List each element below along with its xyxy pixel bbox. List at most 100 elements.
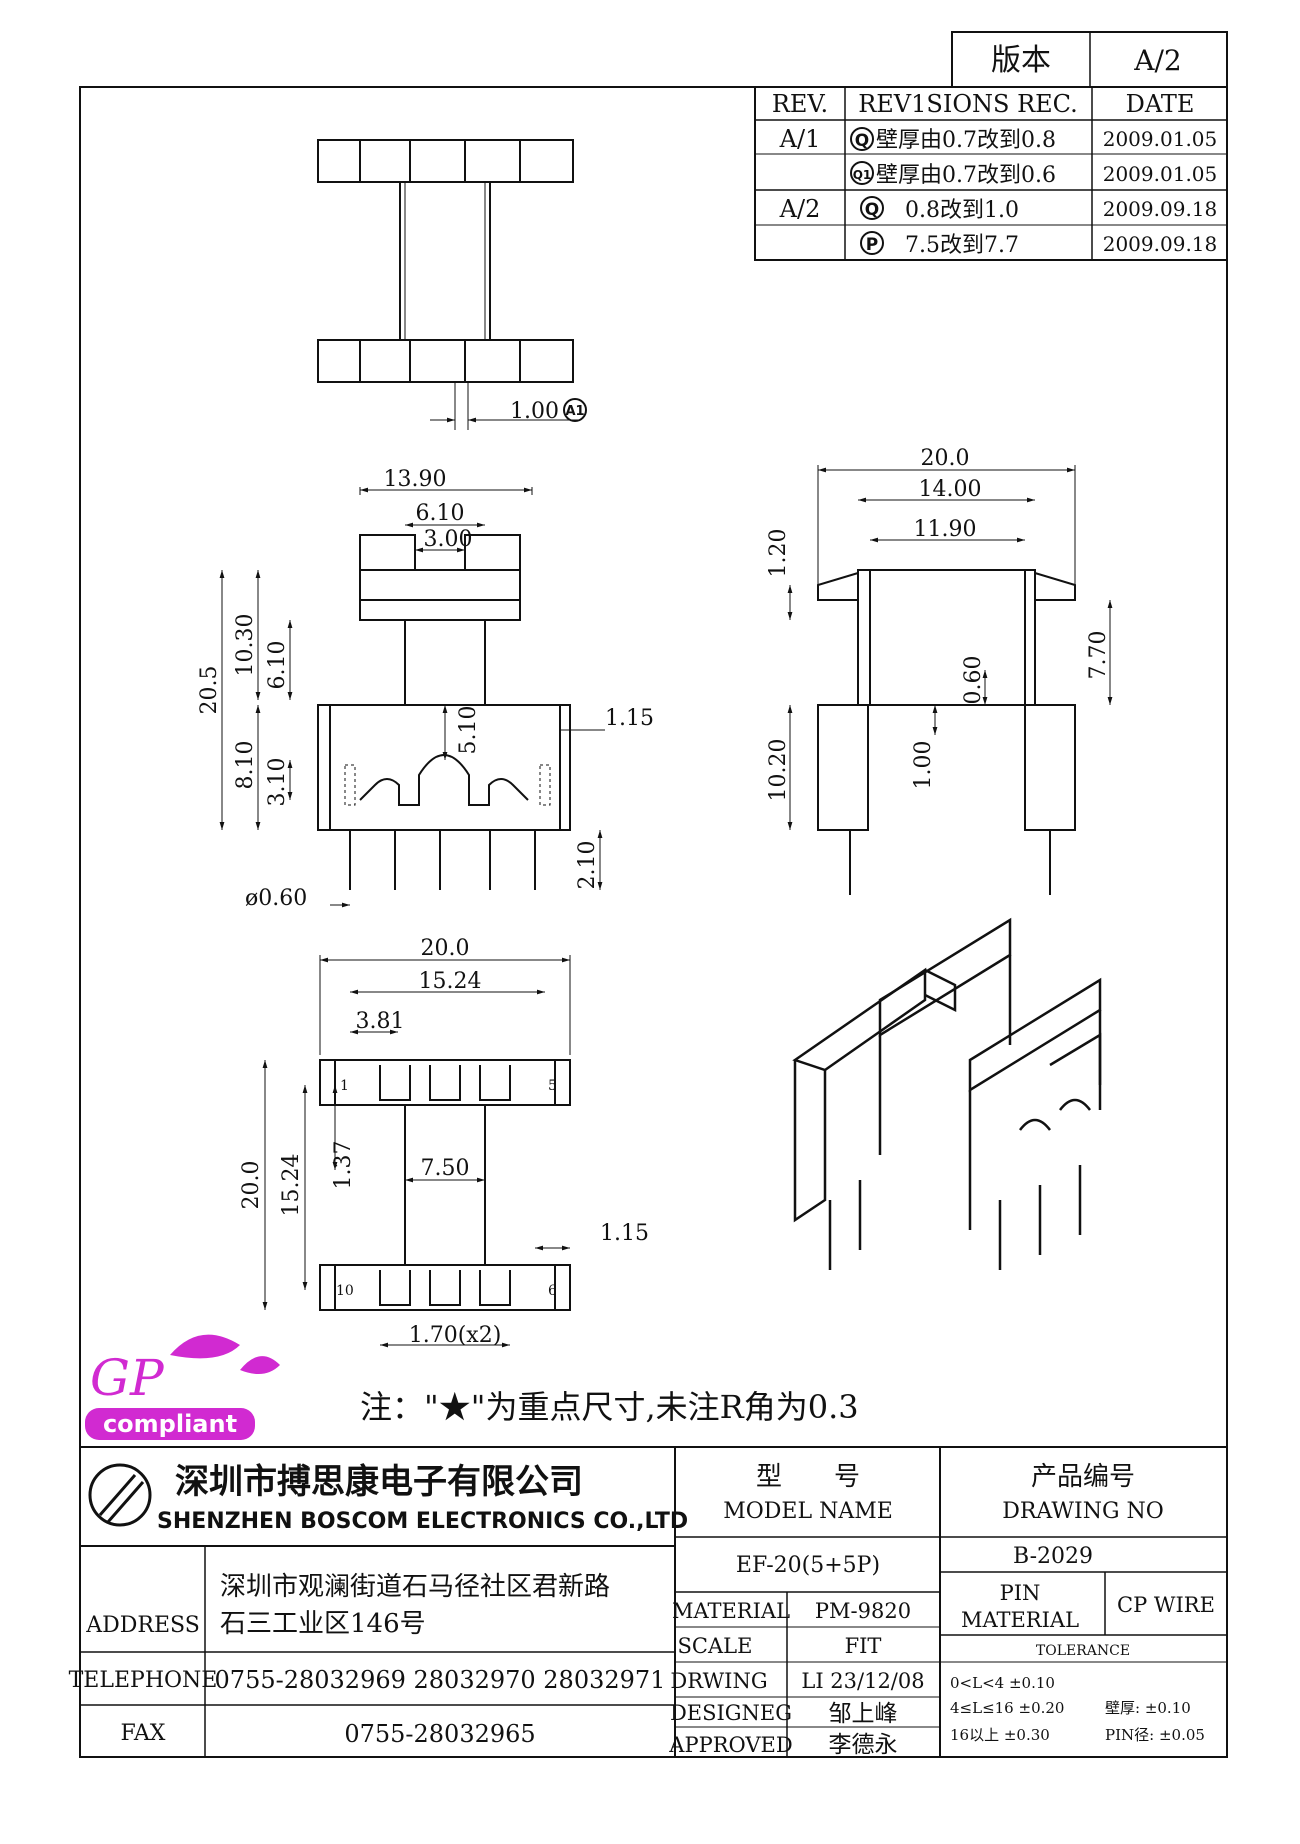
- designeg-value: 邹上峰: [829, 1701, 898, 1727]
- model-value: EF-20(5+5P): [736, 1553, 880, 1578]
- drawing-label-en: DRAWING NO: [1002, 1499, 1164, 1524]
- bottom-view-dimensions: [262, 955, 571, 1348]
- mark-p-icon: [860, 231, 884, 255]
- rev-row-4-mark: P: [866, 235, 878, 255]
- sheet-border: [79, 86, 1228, 1758]
- front-view: [317, 534, 571, 890]
- version-box: 版本 A/2: [951, 31, 1228, 88]
- dim-G: 6.10: [265, 641, 290, 690]
- rev-row-4-date: 2009.09.18: [1103, 232, 1218, 256]
- dim-Q: 1.00: [911, 741, 936, 790]
- mark-q1-icon: [850, 161, 874, 185]
- rev-row-3-date: 2009.09.18: [1103, 197, 1218, 221]
- mark-a1-icon: [563, 398, 587, 422]
- side-view-dimensions: [787, 465, 1113, 830]
- scale-label: SCALE: [678, 1634, 753, 1658]
- dim-1-37: 1.37: [331, 1141, 356, 1190]
- dim-E: 20.5: [197, 666, 222, 715]
- mark-q-icon: [850, 127, 874, 151]
- gp-letters: GP: [90, 1349, 165, 1407]
- rev-row-1-date: 2009.01.05: [1103, 127, 1218, 151]
- front-view-dimensions: [219, 487, 605, 908]
- drawing-label-cn: 产品编号: [1031, 1462, 1135, 1492]
- dim-h2: 3.10: [265, 758, 290, 807]
- tolerance-wall: 壁厚: ±0.10: [1105, 1699, 1191, 1717]
- rev-row-3-mark: Q: [865, 200, 879, 220]
- address-line-2: 石三工业区146号: [220, 1609, 426, 1639]
- dim-H: 8.10: [233, 741, 258, 790]
- rev-row-1-mark: Q: [855, 131, 869, 151]
- revisions-header: REV1SIONS REC.: [858, 90, 1078, 118]
- title-block-frame: [80, 1446, 1227, 1757]
- dim-C: 3.00: [424, 527, 473, 552]
- rev-row-1-rev: A/1: [779, 125, 821, 153]
- material-label: MATERIAL: [672, 1599, 790, 1623]
- drwing-value: LI 23/12/08: [801, 1669, 924, 1693]
- pin-5-label: 5: [548, 1078, 557, 1094]
- gp-compliant-logo: GP compliant: [85, 1334, 280, 1440]
- pin-label-line-1: PIN: [1000, 1581, 1041, 1605]
- telephone-value: 0755-28032969 28032970 28032971: [215, 1666, 666, 1694]
- rev-row-2-date: 2009.01.05: [1103, 162, 1218, 186]
- dim-V: 20.0: [239, 1161, 264, 1210]
- rev-row-1-text: 壁厚由0.7改到0.8: [876, 128, 1056, 153]
- version-value: A/2: [1133, 44, 1181, 77]
- version-label: 版本: [991, 43, 1051, 78]
- designeg-label: DESIGNEG: [670, 1701, 792, 1725]
- address-line-1: 深圳市观澜街道石马径社区君新路: [220, 1572, 610, 1602]
- pin-1-label: 1: [340, 1078, 349, 1094]
- dim-S: 20.0: [421, 936, 470, 961]
- approved-value: 李德永: [829, 1732, 898, 1758]
- tolerance-row-1: 0<L<4 ±0.10: [950, 1674, 1055, 1692]
- gp-word: compliant: [103, 1410, 237, 1438]
- model-label-en: MODEL NAME: [723, 1499, 893, 1524]
- side-view: [817, 569, 1076, 895]
- tolerance-row-2: 4≤L≤16 ±0.20: [950, 1699, 1064, 1717]
- tolerance-pin: PIN径: ±0.05: [1105, 1726, 1205, 1744]
- rev-row-2-text: 壁厚由0.7改到0.6: [876, 163, 1056, 188]
- dim-a1: 1.00: [510, 399, 559, 424]
- material-value: PM-9820: [815, 1599, 911, 1623]
- dim-center: 5.10: [456, 706, 481, 755]
- telephone-label: TELEPHONE: [69, 1668, 218, 1693]
- fax-value: 0755-28032965: [344, 1720, 535, 1748]
- drwing-label: DRWING: [670, 1669, 767, 1693]
- dim-Z: 1.70(x2): [409, 1323, 502, 1348]
- drawing-no-value: B-2029: [1013, 1544, 1093, 1569]
- bottom-view: [319, 1059, 571, 1311]
- mark-a1-label: A1: [565, 404, 584, 419]
- dim-K: ø0.60: [245, 886, 307, 911]
- fax-label: FAX: [121, 1721, 166, 1746]
- dim-W: 15.24: [279, 1154, 304, 1217]
- address-label: ADDRESS: [85, 1613, 200, 1638]
- company-logo-icon: [88, 1463, 152, 1527]
- dim-T: 15.24: [419, 969, 482, 994]
- revisions-table: REV. REV1SIONS REC. DATE A/1 Q 壁厚由0.7改到0…: [754, 86, 1228, 261]
- rev-row-4-text: 7.5改到7.7: [905, 233, 1019, 258]
- tolerance-row-3: 16以上 ±0.30: [950, 1726, 1050, 1744]
- dim-R: 10.20: [766, 739, 791, 802]
- dim-O: 1.20: [766, 529, 791, 578]
- pin-6-label: 6: [548, 1283, 557, 1299]
- date-header: DATE: [1126, 90, 1195, 118]
- dim-Y: 1.15: [600, 1221, 649, 1246]
- dim-P: 7.70: [1086, 631, 1111, 680]
- dim-B: 6.10: [416, 501, 465, 526]
- dim-A: 13.90: [384, 467, 447, 492]
- note-text: 注："★"为重点尺寸,未注R角为0.3: [360, 1388, 859, 1426]
- company-name-en: SHENZHEN BOSCOM ELECTRONICS CO.,LTD: [157, 1509, 688, 1534]
- rev-header: REV.: [772, 90, 828, 118]
- isometric-view: [792, 917, 1102, 1270]
- tolerance-label: TOLERANCE: [1036, 1643, 1130, 1659]
- dim-L: 20.0: [921, 446, 970, 471]
- rev-row-2-mark: Q1: [853, 168, 872, 182]
- scale-value: FIT: [845, 1634, 882, 1658]
- dim-U: 3.81: [356, 1009, 405, 1034]
- top-view: [317, 139, 580, 430]
- dim-M: 14.00: [919, 477, 982, 502]
- dim-X: 7.50: [421, 1156, 470, 1181]
- dim-N: 11.90: [914, 517, 977, 542]
- pin-label-line-2: MATERIAL: [961, 1608, 1079, 1632]
- dim-I: 1.15: [605, 706, 654, 731]
